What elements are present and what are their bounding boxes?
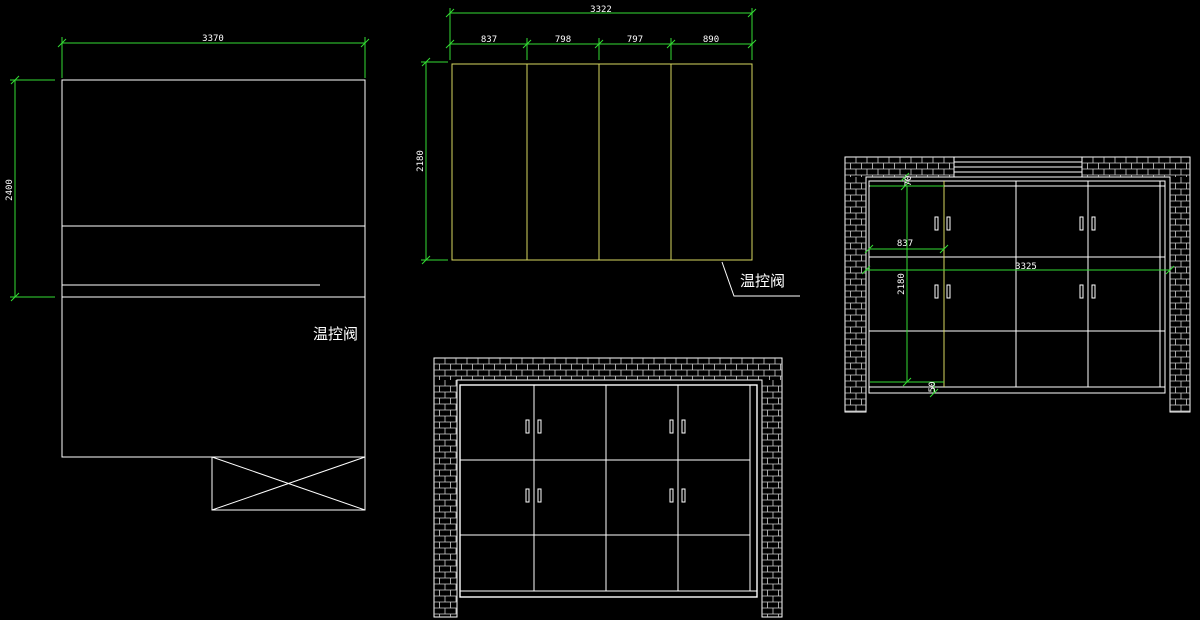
door-segment-dimensions: 837 798 797 890: [445, 35, 757, 60]
right-bottom-gap-dimension: 50: [928, 382, 939, 398]
cabinet-brick-wall: [433, 357, 783, 618]
cabinet-elevation-bottom: [433, 357, 783, 618]
door-segment-label-3: 797: [627, 35, 643, 45]
right-bottom-gap-label: 50: [928, 382, 938, 393]
right-top-gap-label: 70: [904, 176, 914, 187]
door-frame: [451, 63, 753, 261]
right-total-width-label: 3325: [1015, 262, 1037, 272]
door-height-label: 2180: [416, 150, 426, 172]
plan-view: 温控阀 3370 2400: [5, 34, 370, 511]
door-note-valve: 温控阀: [740, 272, 785, 290]
right-height-dimension: 2180: [870, 186, 944, 387]
right-total-width-dimension: 3325: [861, 262, 1175, 275]
door-segment-label-2: 798: [555, 35, 571, 45]
door-total-dimension: 3322: [445, 5, 757, 60]
cabinet-brick-hatch: [434, 358, 782, 617]
door-height-dimension: 2180: [416, 57, 448, 265]
plan-height-dimension: 2400: [5, 75, 55, 302]
right-cabinet-handles: [934, 216, 1096, 299]
plan-height-label: 2400: [5, 179, 15, 201]
plan-note-valve: 温控阀: [313, 325, 358, 343]
plan-width-label: 3370: [202, 34, 224, 44]
right-door-width-label: 837: [897, 239, 913, 249]
cabinet-handles: [525, 419, 686, 503]
door-segment-label-4: 890: [703, 35, 719, 45]
door-note-leader: [721, 261, 800, 297]
cabinet-elevation-right: 70 837 3325 2180 50: [844, 156, 1191, 413]
right-brick-hatch: [845, 157, 1190, 412]
right-brick-wall: [844, 156, 1191, 413]
right-cabinet-body: [868, 180, 1166, 394]
right-height-label: 2180: [897, 273, 907, 295]
plan-opening-box: [211, 456, 366, 511]
door-total-label: 3322: [590, 5, 612, 15]
door-segment-label-1: 837: [481, 35, 497, 45]
plan-opening-cross-b: [211, 456, 366, 511]
plan-outline: [61, 79, 366, 458]
plan-width-dimension: 3370: [57, 34, 370, 78]
cabinet-body: [459, 384, 758, 598]
door-elevation: 3322 837 798 797 890 2180: [416, 5, 800, 297]
